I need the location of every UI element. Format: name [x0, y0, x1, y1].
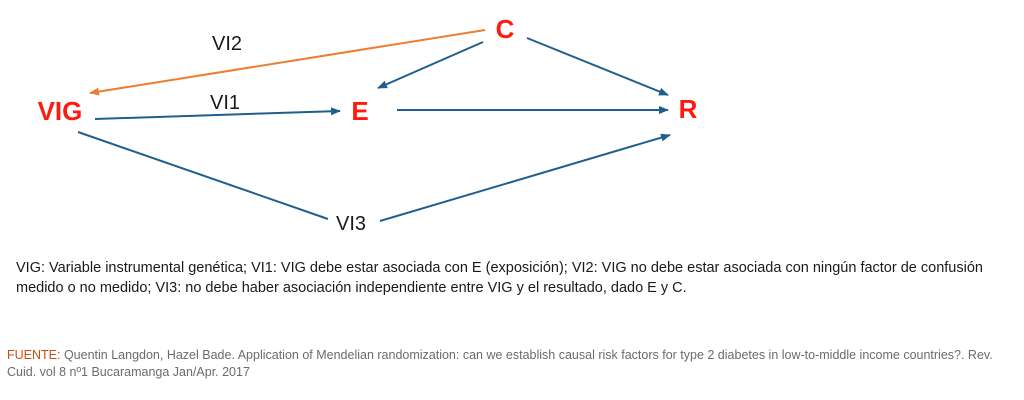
node-r: R: [679, 94, 698, 124]
edge-vig-to-e: [94, 107, 341, 120]
edge-label-vi1: VI1: [210, 92, 240, 114]
edge-vi3-to-r: [379, 133, 671, 222]
node-c: C: [496, 14, 515, 44]
edge-label-vi2: VI2: [212, 33, 242, 55]
edge-c-to-e: [377, 41, 484, 89]
causal-diagram: VI2 VI1 VI3 C VIG E R: [38, 14, 698, 235]
node-e: E: [351, 96, 368, 126]
source-citation: FUENTE: Quentin Langdon, Hazel Bade. App…: [7, 347, 1019, 381]
edge-c-to-vig: [89, 29, 486, 96]
edge-vig-to-r: [77, 131, 329, 220]
edge-c-to-r: [526, 37, 669, 96]
source-label: FUENTE:: [7, 348, 61, 362]
edge-label-vi3: VI3: [336, 213, 366, 235]
diagram-description: VIG: Variable instrumental genética; VI1…: [16, 260, 983, 296]
node-vig: VIG: [38, 96, 83, 126]
source-text: Quentin Langdon, Hazel Bade. Application…: [7, 348, 993, 379]
